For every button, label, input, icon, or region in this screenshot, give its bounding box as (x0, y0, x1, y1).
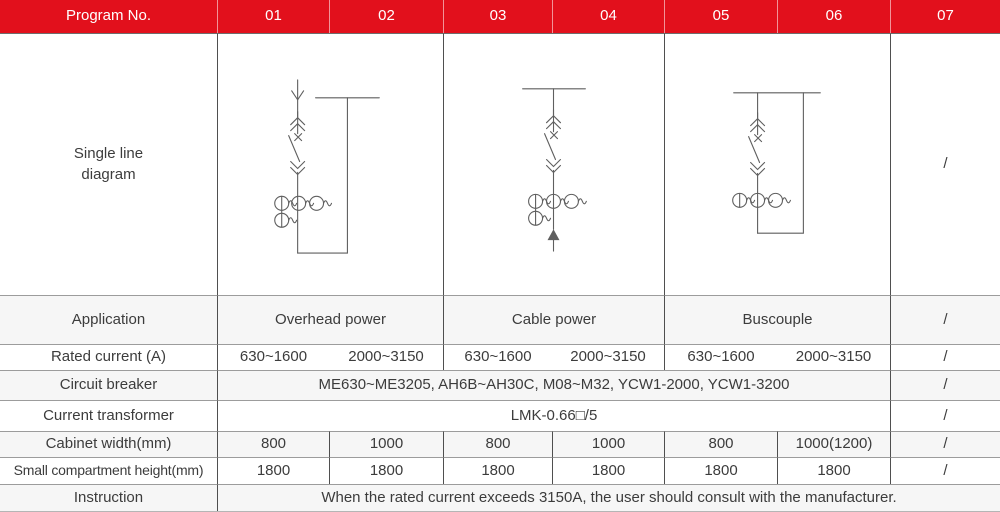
cabinet-width-03: 800 (443, 431, 552, 457)
compartment-height-03: 1800 (443, 457, 552, 484)
row-label-current-transformer: Current transformer (0, 400, 217, 431)
circuit-breaker-models: ME630~ME3205, AH6B~AH30C, M08~M32, YCW1-… (217, 370, 890, 400)
row-label-compartment-height: Small compartment height(mm) (0, 457, 217, 484)
current-transformer-na: / (890, 400, 1000, 431)
rated-current-06: 2000~3150 (777, 344, 890, 370)
header-program-02: 02 (329, 0, 443, 33)
row-label-rated-current: Rated current (A) (0, 344, 217, 370)
rated-current-na: / (890, 344, 1000, 370)
diagram-cell-07-na: / (890, 33, 1000, 295)
compartment-height-01: 1800 (217, 457, 329, 484)
circuit-breaker-na: / (890, 370, 1000, 400)
row-label-application: Application (0, 295, 217, 344)
compartment-height-05: 1800 (664, 457, 777, 484)
application-overhead: Overhead power (217, 295, 443, 344)
row-label-circuit-breaker: Circuit breaker (0, 370, 217, 400)
compartment-height-na: / (890, 457, 1000, 484)
instruction-text: When the rated current exceeds 3150A, th… (217, 484, 1000, 511)
single-line-diagram-overhead-icon (274, 79, 380, 254)
compartment-height-04: 1800 (552, 457, 664, 484)
application-buscouple: Buscouple (664, 295, 890, 344)
cabinet-width-na: / (890, 431, 1000, 457)
header-program-no: Program No. (0, 0, 217, 33)
row-label-cabinet-width: Cabinet width(mm) (0, 431, 217, 457)
diagram-cell-03-04 (443, 33, 664, 295)
header-program-04: 04 (552, 0, 664, 33)
row-label-instruction: Instruction (0, 484, 217, 511)
rated-current-04: 2000~3150 (552, 344, 664, 370)
rated-current-05: 630~1600 (664, 344, 777, 370)
header-program-06: 06 (777, 0, 890, 33)
rated-current-03: 630~1600 (443, 344, 552, 370)
header-program-05: 05 (664, 0, 777, 33)
cabinet-width-05: 800 (664, 431, 777, 457)
header-program-07: 07 (890, 0, 1000, 33)
compartment-height-02: 1800 (329, 457, 443, 484)
cabinet-width-04: 1000 (552, 431, 664, 457)
rated-current-02: 2000~3150 (329, 344, 443, 370)
current-transformer-model: LMK-0.66□/5 (217, 400, 890, 431)
header-program-01: 01 (217, 0, 329, 33)
single-line-diagram-label-line1: Single line (73, 145, 144, 163)
single-line-diagram-label-line2: diagram (81, 165, 136, 183)
cabinet-width-02: 1000 (329, 431, 443, 457)
application-na: / (890, 295, 1000, 344)
application-cable: Cable power (443, 295, 664, 344)
rated-current-01: 630~1600 (217, 344, 329, 370)
diagram-cell-01-02 (217, 33, 443, 295)
header-program-03: 03 (443, 0, 552, 33)
single-line-diagram-buscouple-icon (732, 92, 821, 234)
cabinet-width-06: 1000(1200) (777, 431, 890, 457)
compartment-height-06: 1800 (777, 457, 890, 484)
single-line-diagram-cable-icon (522, 88, 587, 252)
row-label-single-line-diagram: Single line diagram (0, 33, 217, 295)
diagram-cell-05-06 (664, 33, 890, 295)
cabinet-width-01: 800 (217, 431, 329, 457)
